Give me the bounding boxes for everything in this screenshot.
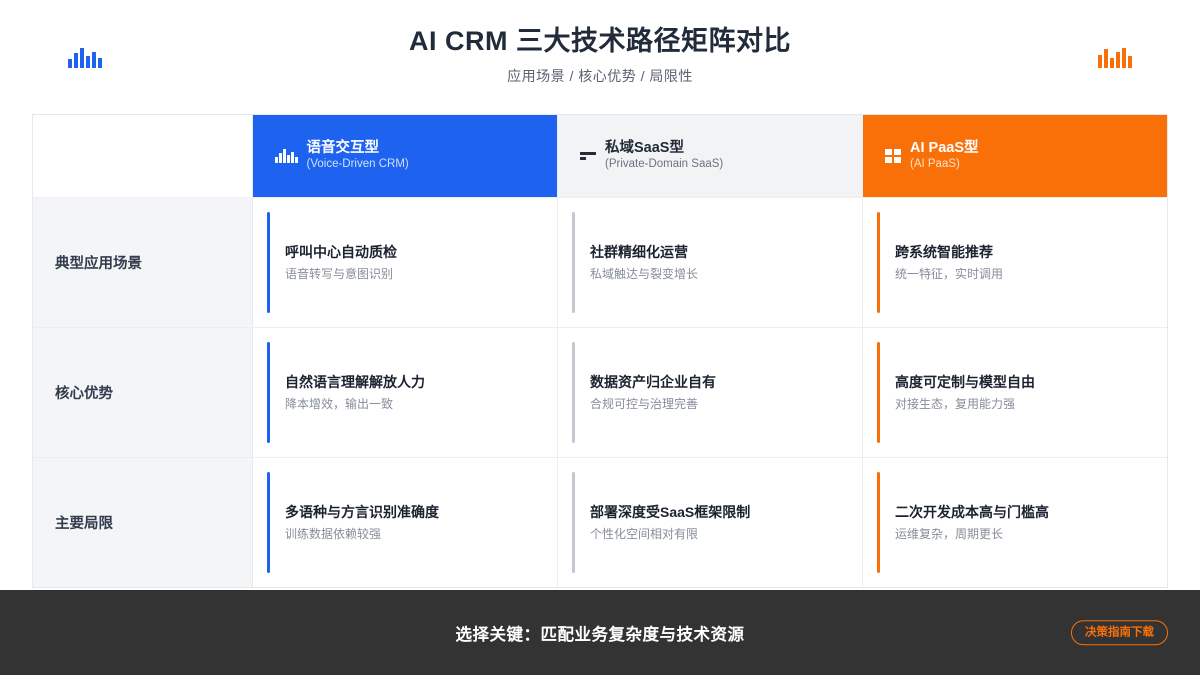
table-row: 核心优势 自然语言理解解放人力 降本增效，输出一致 数据资产归企业自有 合规可控… (33, 327, 1167, 457)
matrix-cell[interactable]: 跨系统智能推荐 统一特征，实时调用 (862, 198, 1167, 327)
cell-desc: 私域触达与裂变增长 (590, 266, 699, 281)
accent-bar (267, 212, 270, 313)
column-header-private-saas[interactable]: 私域SaaS型 (Private-Domain SaaS) (557, 115, 862, 197)
column-header-sub: (Private-Domain SaaS) (605, 158, 724, 171)
column-header-name: 私域SaaS型 (605, 140, 684, 157)
matrix-cell[interactable]: 二次开发成本高与门槛高 运维复杂，周期更长 (862, 458, 1167, 587)
matrix-cell[interactable]: 部署深度受SaaS框架限制 个性化空间相对有限 (557, 458, 862, 587)
matrix-cell[interactable]: 高度可定制与模型自由 对接生态，复用能力强 (862, 328, 1167, 457)
page-subtitle: 应用场景 / 核心优势 / 局限性 (507, 68, 693, 85)
cell-title: 数据资产归企业自有 (590, 373, 716, 390)
page-title: AI CRM 三大技术路径矩阵对比 (409, 26, 791, 56)
accent-bar (877, 472, 880, 573)
matrix-cell[interactable]: 社群精细化运营 私域触达与裂变增长 (557, 198, 862, 327)
column-header-voice-driven[interactable]: 语音交互型 (Voice-Driven CRM) (253, 115, 557, 197)
accent-bar (572, 212, 575, 313)
cell-desc: 训练数据依赖较强 (285, 526, 382, 541)
column-header-sub: (Voice-Driven CRM) (306, 158, 409, 171)
matrix-header-row: 语音交互型 (Voice-Driven CRM) 私域SaaS型 (Privat… (33, 115, 1167, 197)
equalizer-bars-icon (275, 148, 298, 163)
cell-title: 高度可定制与模型自由 (895, 373, 1035, 390)
table-row: 主要局限 多语种与方言识别准确度 训练数据依赖较强 部署深度受SaaS框架限制 … (33, 457, 1167, 587)
matrix-cell[interactable]: 数据资产归企业自有 合规可控与治理完善 (557, 328, 862, 457)
cell-desc: 合规可控与治理完善 (590, 396, 699, 411)
column-header-name: AI PaaS型 (910, 140, 979, 157)
cell-title: 自然语言理解解放人力 (285, 373, 425, 390)
footer-bar: 选择关键：匹配业务复杂度与技术资源 决策指南下载 (0, 590, 1200, 675)
column-header-sub: (AI PaaS) (910, 158, 960, 171)
accent-bar (572, 342, 575, 443)
accent-bar (267, 472, 270, 573)
cell-title: 跨系统智能推荐 (895, 243, 993, 260)
cell-title: 二次开发成本高与门槛高 (895, 503, 1049, 520)
cell-title: 社群精细化运营 (590, 243, 688, 260)
cell-desc: 语音转写与意图识别 (285, 266, 394, 281)
grid-squares-icon (885, 148, 901, 163)
header: AI CRM 三大技术路径矩阵对比 应用场景 / 核心优势 / 局限性 (0, 0, 1200, 100)
cell-desc: 统一特征，实时调用 (895, 266, 1004, 281)
bar-chart-icon (68, 46, 102, 68)
table-row: 典型应用场景 呼叫中心自动质检 语音转写与意图识别 社群精细化运营 私域触达与裂… (33, 197, 1167, 327)
cell-desc: 运维复杂，周期更长 (895, 526, 1004, 541)
accent-bar (267, 342, 270, 443)
column-header-name: 语音交互型 (306, 140, 380, 157)
accent-bar (572, 472, 575, 573)
accent-bar (877, 212, 880, 313)
row-label: 典型应用场景 (33, 198, 253, 327)
row-label: 主要局限 (33, 458, 253, 587)
cell-desc: 对接生态，复用能力强 (895, 396, 1016, 411)
cell-desc: 个性化空间相对有限 (590, 526, 699, 541)
download-guide-button[interactable]: 决策指南下载 (1071, 619, 1168, 646)
cell-title: 多语种与方言识别准确度 (285, 503, 439, 520)
comparison-matrix: 语音交互型 (Voice-Driven CRM) 私域SaaS型 (Privat… (32, 114, 1168, 588)
cell-title: 呼叫中心自动质检 (285, 243, 397, 260)
row-label: 核心优势 (33, 328, 253, 457)
matrix-cell[interactable]: 呼叫中心自动质检 语音转写与意图识别 (253, 198, 557, 327)
column-header-ai-paas[interactable]: AI PaaS型 (AI PaaS) (862, 115, 1167, 197)
matrix-cell[interactable]: 多语种与方言识别准确度 训练数据依赖较强 (253, 458, 557, 587)
footer-message: 选择关键：匹配业务复杂度与技术资源 (455, 625, 745, 644)
matrix-corner-cell (33, 115, 253, 197)
bar-chart-icon (1098, 46, 1132, 68)
cell-desc: 降本增效，输出一致 (285, 396, 394, 411)
cell-title: 部署深度受SaaS框架限制 (590, 503, 751, 520)
horizontal-bars-icon (580, 149, 596, 163)
accent-bar (877, 342, 880, 443)
matrix-cell[interactable]: 自然语言理解解放人力 降本增效，输出一致 (253, 328, 557, 457)
